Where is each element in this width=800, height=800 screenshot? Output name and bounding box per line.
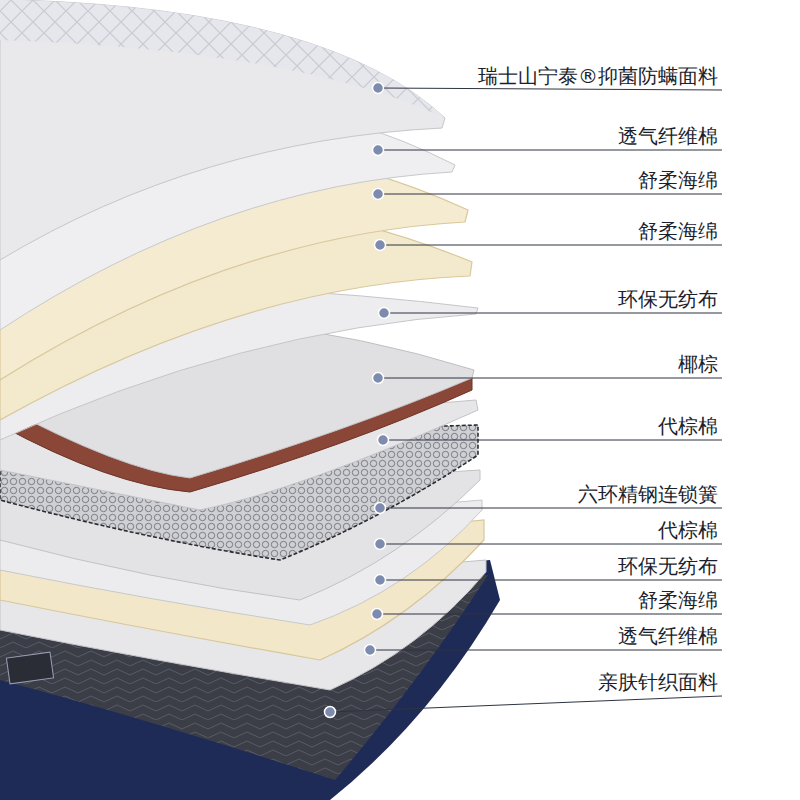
- leader-line: [380, 544, 722, 545]
- part-label: 环保无纺布: [618, 288, 718, 310]
- leader-lines: [330, 88, 722, 712]
- leader-line: [384, 313, 722, 314]
- leader-dot: [379, 308, 390, 319]
- part-label: 六环精钢连锁簧: [578, 483, 718, 505]
- part-label: 瑞士山宁泰®抑菌防螨面料: [478, 65, 718, 87]
- leader-dot: [325, 707, 336, 718]
- leader-line: [378, 378, 722, 379]
- leader-line: [383, 440, 722, 441]
- part-label: 透气纤维棉: [618, 625, 718, 647]
- leader-line: [380, 508, 722, 509]
- leader-dot: [375, 539, 386, 550]
- leader-line: [380, 245, 722, 246]
- part-label: 代棕棉: [658, 519, 718, 541]
- part-label: 亲肤针织面料: [598, 671, 718, 693]
- leader-dot: [375, 575, 386, 586]
- leader-dot: [365, 645, 376, 656]
- part-label: 环保无纺布: [618, 555, 718, 577]
- leader-line: [330, 696, 722, 712]
- part-label: 椰棕: [678, 353, 718, 375]
- brand-tag: [6, 652, 53, 684]
- part-label: 舒柔海绵: [638, 220, 718, 242]
- leader-dot: [373, 189, 384, 200]
- part-label: 舒柔海绵: [638, 169, 718, 191]
- leader-line: [378, 88, 722, 90]
- leader-line: [370, 650, 722, 651]
- leader-dot: [373, 83, 384, 94]
- leader-dot: [378, 435, 389, 446]
- leader-dots: [325, 83, 390, 718]
- leader-dot: [373, 145, 384, 156]
- leader-dot: [375, 240, 386, 251]
- leader-line: [380, 580, 722, 581]
- leader-dot: [373, 373, 384, 384]
- leader-line: [377, 614, 722, 615]
- top-fabric-quilting: [0, 0, 445, 118]
- leader-dot: [372, 609, 383, 620]
- part-label: 代棕棉: [658, 415, 718, 437]
- leader-line: [378, 194, 722, 195]
- top-fabric: [0, 0, 445, 260]
- leader-dot: [375, 503, 386, 514]
- leader-line: [378, 150, 722, 151]
- part-label: 透气纤维棉: [618, 125, 718, 147]
- part-label: 舒柔海绵: [638, 589, 718, 611]
